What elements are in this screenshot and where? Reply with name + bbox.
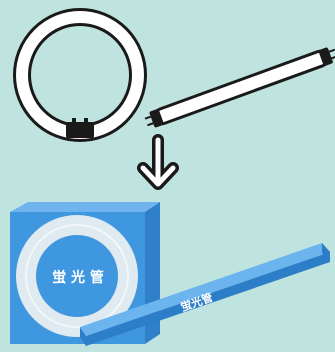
circular-fluorescent-lamp-icon [13,8,147,142]
arrow-down-icon [137,134,179,190]
box-label: 蛍 光 管 [52,269,104,286]
straight-fluorescent-tube-icon [144,47,335,128]
tube-package [80,243,330,346]
